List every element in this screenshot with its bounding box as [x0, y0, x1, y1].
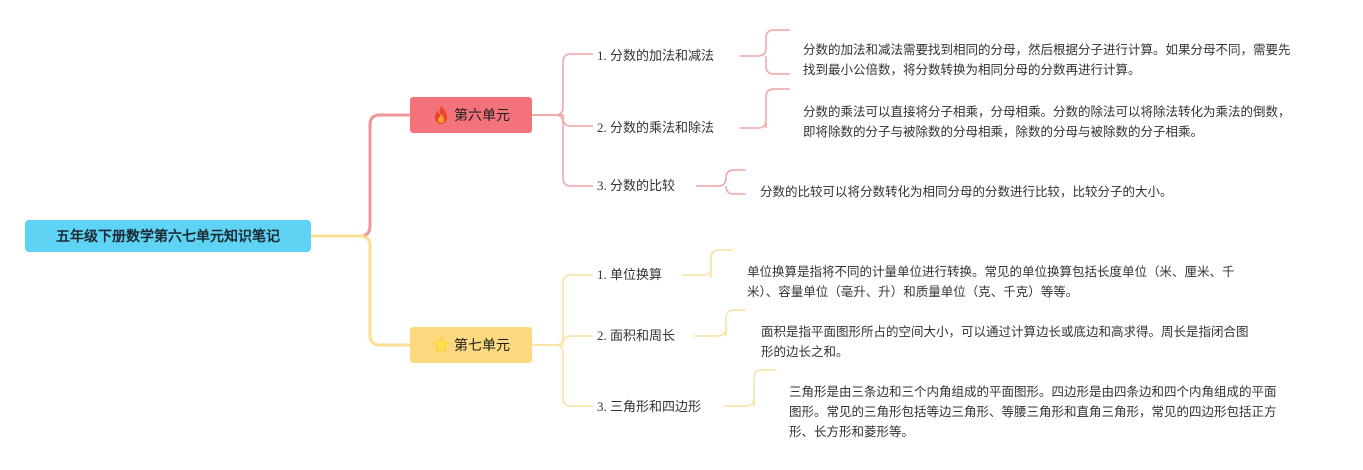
- desc-fraction-compare: 分数的比较可以将分数转化为相同分母的分数进行比较，比较分子的大小。: [760, 184, 1173, 199]
- desc-fraction-add-subtract: 分数的加法和减法需要找到相同的分母，然后根据分子进行计算。如果分母不同，需要先找…: [803, 42, 1291, 77]
- connector-unit7-topic2: [532, 335, 593, 346]
- connector-topic5-desc: [694, 309, 746, 337]
- connector-unit6-topic1: [532, 53, 593, 116]
- connector-topic1-desc: [740, 29, 790, 75]
- fire-icon: [432, 105, 450, 125]
- topic-triangle-quadrilateral[interactable]: 3. 三角形和四边形: [597, 399, 702, 414]
- topic-area-perimeter[interactable]: 2. 面积和周长: [597, 328, 676, 343]
- desc-triangle-quadrilateral: 三角形是由三条边和三个内角组成的平面图形。四边形是由四条边和四个内角组成的平面图…: [789, 384, 1277, 439]
- unit-node-6[interactable]: 第六单元: [410, 97, 532, 133]
- connector-unit7-topic3: [532, 344, 593, 407]
- root-node[interactable]: 五年级下册数学第六七单元知识笔记: [25, 220, 311, 252]
- desc-area-perimeter: 面积是指平面图形所占的空间大小，可以通过计算边长或底边和高求得。周长是指闭合图形…: [761, 324, 1249, 359]
- connector-root-unit6: [309, 113, 412, 238]
- unit-title-6: 第六单元: [454, 108, 510, 124]
- connector-unit6-topic2: [532, 114, 593, 127]
- topic-fraction-multiply-divide[interactable]: 2. 分数的乘法和除法: [597, 120, 715, 135]
- connector-topic4-desc: [682, 249, 733, 278]
- star-icon: [432, 335, 450, 355]
- connector-root-unit7: [309, 234, 412, 347]
- root-title: 五年级下册数学第六七单元知识笔记: [56, 229, 280, 245]
- desc-unit-conversion: 单位换算是指将不同的计量单位进行转换。常见的单位换算包括长度单位（米、厘米、千米…: [747, 264, 1235, 299]
- desc-fraction-multiply-divide: 分数的乘法可以直接将分子相乘，分母相乘。分数的除法可以将除法转化为乘法的倒数，即…: [803, 104, 1291, 139]
- connector-topic6-desc: [724, 369, 776, 407]
- connector-unit7-topic1: [532, 274, 593, 346]
- topic-unit-conversion[interactable]: 1. 单位换算: [597, 267, 663, 282]
- connector-topic3-desc: [696, 169, 746, 195]
- connector-topic2-desc: [740, 88, 790, 129]
- topic-fraction-add-subtract[interactable]: 1. 分数的加法和减法: [597, 48, 715, 63]
- connector-unit6-topic3: [532, 114, 593, 187]
- unit-title-7: 第七单元: [454, 338, 510, 354]
- unit-node-7[interactable]: 第七单元: [410, 327, 532, 363]
- topic-fraction-compare[interactable]: 3. 分数的比较: [597, 178, 676, 193]
